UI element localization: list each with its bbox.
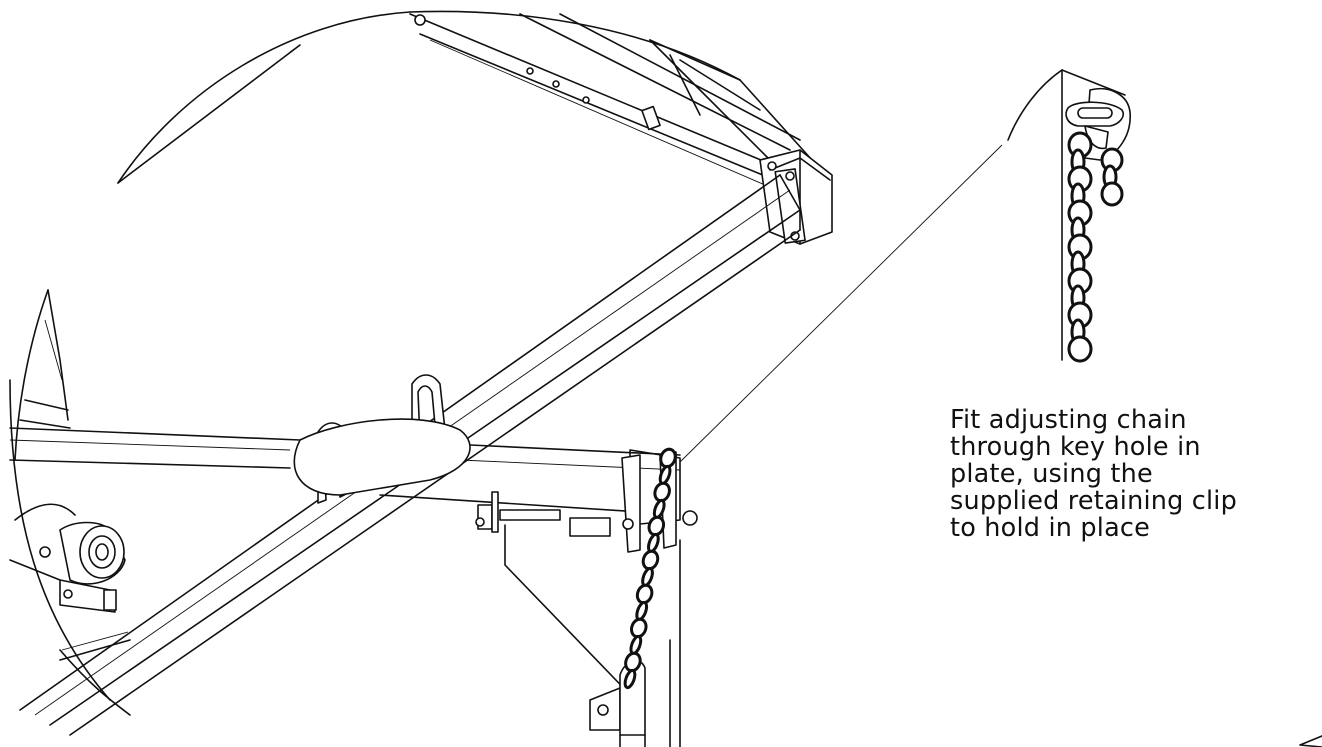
corner-bracket [759,149,833,245]
chain-link [641,566,654,588]
upper-frame [409,13,801,186]
callout-line-2: through key hole in [950,432,1201,462]
callout-leader-line [679,144,1003,463]
detail-circle-top [117,10,813,184]
corner-mark [1299,735,1322,747]
chain-detail-view [1007,69,1131,363]
chain-link [623,668,637,690]
chain-link [1067,335,1093,363]
roller-assembly [9,503,126,613]
detail-circle-left [9,379,131,716]
chain-link [629,634,643,656]
callout-line-3: plate, using the [950,459,1153,489]
callout-line-4: supplied retaining clip [950,486,1237,516]
callout-line-5: to hold in place [950,513,1151,543]
left-post [14,289,71,461]
chain-link [647,532,660,554]
callout-instruction-text: Fit adjusting chain through key hole in … [950,407,1322,542]
chain-link [635,600,649,622]
chain-link [1100,181,1124,207]
adjusting-chain [623,447,677,690]
callout-line-1: Fit adjusting chain [950,405,1187,435]
cross-beam [9,418,681,513]
